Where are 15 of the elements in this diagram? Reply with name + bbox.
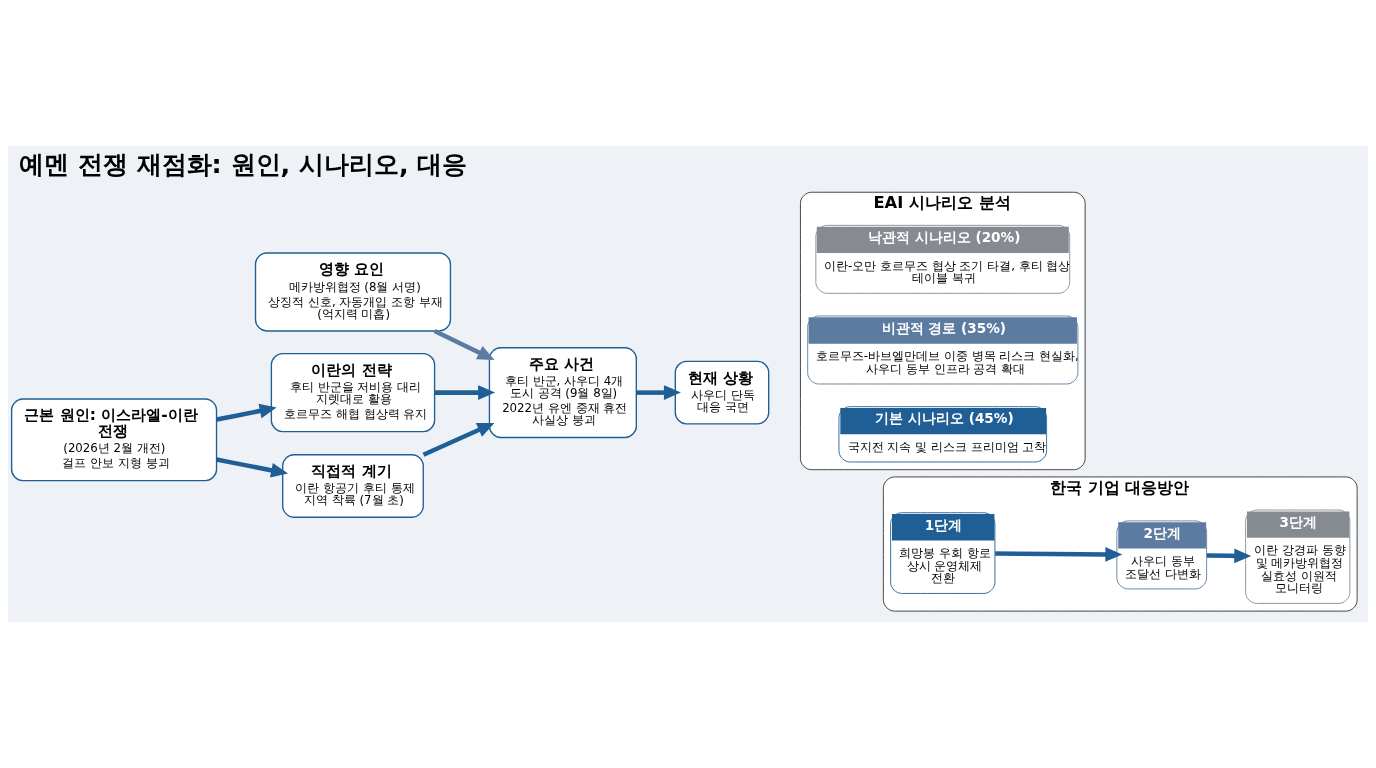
arrow [433,329,495,360]
arrow [995,547,1123,562]
arrow [422,422,495,457]
node-box: 이란의 전략 후티 반군을 저비용 대리 지렛대로 활용 호르무즈 해협 협상력 유지 [270,352,436,433]
node-box: 직접적 계기 이란 항공기 후티 통제 지역 착륙 (7월 초) [282,454,424,518]
arrow [434,385,496,401]
node-box: 영향 요인 메카방위협정 (8월 서명) 상징적 신호, 자동개입 조항 부재 (억지력 미흡) [254,252,452,332]
arrow [216,457,289,478]
node-box: 현재 상황 사우디 단독 대응 국면 [674,360,770,425]
node-box: 근본 원인: 이스라엘-이란 전쟁 (2026년 2월 개전) 걸프 안보 지형 붕괴 [10,398,218,482]
diagram-title: 예멘 전쟁 재점화: 원인, 시나리오, 대응 [18,148,468,179]
arrow [216,403,277,422]
arrow [636,385,681,401]
arrow [1206,548,1252,564]
node-box: 주요 사건 후티 반군, 사우디 4개 도시 공격 (9월 8일) 2022년 유엔 중재 휴전 사실상 붕괴 [488,347,637,439]
